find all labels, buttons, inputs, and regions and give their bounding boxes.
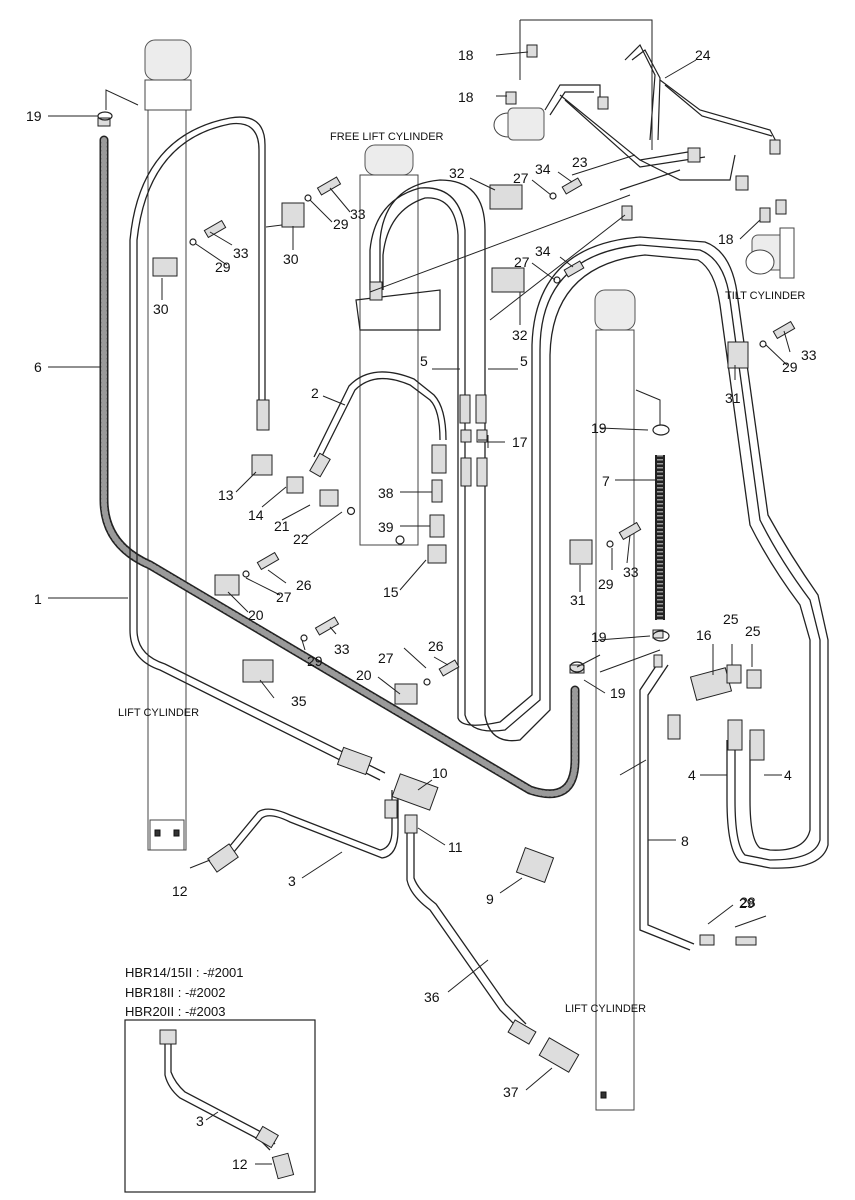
callout-1: 1 [34,591,42,607]
callout-13: 13 [218,487,234,503]
inset-callout-12: 12 [232,1156,248,1172]
callout-2: 2 [311,385,319,401]
fittings [97,44,787,1073]
callout-38: 38 [378,485,394,501]
callout-29d: 29 [598,576,614,592]
callout-4b: 4 [784,767,792,783]
model-legend: HBR14/15II : -#2001 HBR18II : -#2002 HBR… [125,965,244,1019]
callout-27a: 27 [276,589,292,605]
callout-31a: 31 [725,390,741,406]
callout-18a: 18 [458,47,474,63]
free-lift-cylinder-label: FREE LIFT CYLINDER [330,131,444,143]
callout-12: 12 [172,883,188,899]
callout-30a: 30 [153,301,169,317]
callout-21: 21 [274,518,290,534]
callout-18c: 18 [718,231,734,247]
callout-37: 37 [503,1084,519,1100]
tilt-cylinder-left [493,107,545,141]
callout-23: 23 [572,154,588,170]
free-lift-cylinder [355,144,441,546]
hose-5-pair [369,179,829,869]
lift-cylinder-right [594,289,636,1111]
hose-36 [406,820,527,1031]
callout-20a: 20 [248,607,264,623]
callout-5a: 5 [420,353,428,369]
inset-box: 3 12 [124,1019,316,1193]
callout-33a: 33 [233,245,249,261]
tilt-cylinder-label: TILT CYLINDER [725,290,805,302]
callout-5b: 5 [520,353,528,369]
callout-25b: 25 [745,623,761,639]
part-callouts: 1 2 3 4 4 5 5 6 7 8 9 10 11 12 13 14 15 … [26,47,817,1100]
leader-lines [48,51,791,1091]
callout-26a: 26 [296,577,312,593]
callout-31b: 31 [570,592,586,608]
inset-callout-3: 3 [196,1113,204,1129]
callout-39: 39 [378,519,394,535]
callout-29e: 29 [782,359,798,375]
callout-27b: 27 [378,650,394,666]
callout-30b: 30 [283,251,299,267]
callout-8: 8 [681,833,689,849]
callout-36: 36 [424,989,440,1005]
callout-27d: 27 [514,254,530,270]
callout-16: 16 [696,627,712,643]
legend-line-1: HBR14/15II : -#2001 [125,965,244,980]
hose-1 [129,116,386,781]
callout-34a: 34 [535,161,551,177]
callout-4a: 4 [688,767,696,783]
callout-3: 3 [288,873,296,889]
callout-14: 14 [248,507,264,523]
callout-20b: 20 [356,667,372,683]
callout-32a: 32 [449,165,465,181]
callout-10: 10 [432,765,448,781]
callout-27c: 27 [513,170,529,186]
callout-19c: 19 [591,629,607,645]
callout-24: 24 [695,47,711,63]
callout-7: 7 [602,473,610,489]
callout-29c: 29 [307,653,323,669]
callout-34b: 34 [535,243,551,259]
callout-19a: 19 [26,108,42,124]
tube-8 [639,659,695,951]
callout-29a: 29 [215,259,231,275]
legend-line-2: HBR18II : -#2002 [125,985,225,1000]
callout-9: 9 [486,891,494,907]
callout-22: 22 [293,531,309,547]
callout-35: 35 [291,693,307,709]
lift-cylinder-right-label: LIFT CYLINDER [565,1003,646,1015]
callout-11: 11 [448,839,463,855]
reference-lines [105,19,661,673]
callout-33e: 33 [801,347,817,363]
hose-3 [219,790,399,865]
hose-2 [313,371,447,461]
lift-cylinder-left [144,39,192,851]
callout-33b: 33 [350,206,366,222]
bolts [97,111,796,686]
callout-17: 17 [512,434,528,450]
callout-19b: 19 [591,420,607,436]
legend-line-3: HBR20II : -#2003 [125,1004,225,1019]
callout-28: 28 [740,894,756,910]
callout-32b: 32 [512,327,528,343]
clamps [152,184,749,705]
callout-15: 15 [383,584,399,600]
callout-33c: 33 [334,641,350,657]
callout-6: 6 [34,359,42,375]
hose-6 [99,135,580,799]
callout-33d: 33 [623,564,639,580]
callout-29f: 29 [739,895,755,911]
callout-29b: 29 [333,216,349,232]
lift-cylinder-left-label: LIFT CYLINDER [118,707,199,719]
callout-26b: 26 [428,638,444,654]
callout-25a: 25 [723,611,739,627]
callout-19d: 19 [610,685,626,701]
tilt-cylinder [745,227,795,279]
callout-18b: 18 [458,89,474,105]
